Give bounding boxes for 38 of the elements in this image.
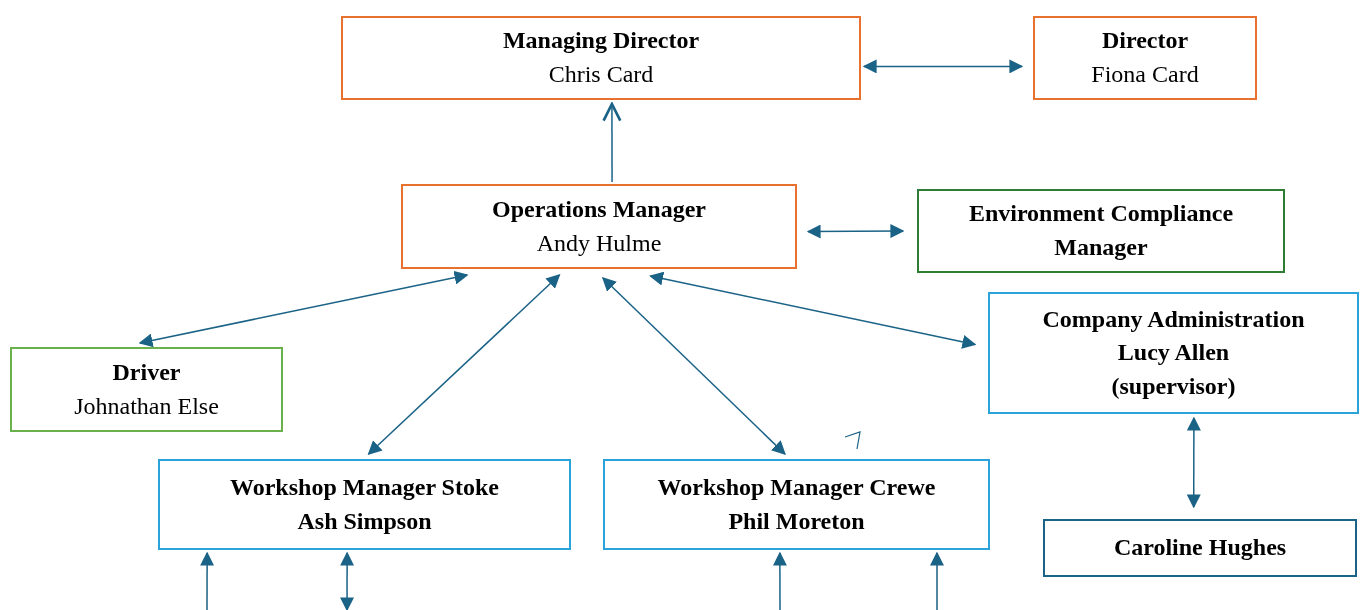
arrow: [772, 551, 787, 610]
role-title: Caroline Hughes: [1113, 533, 1287, 563]
person-name: Johnathan Else: [74, 391, 219, 421]
role-box: [603, 459, 990, 550]
arrow: [930, 551, 944, 610]
double-arrow: [138, 270, 469, 348]
double-arrow: [1186, 416, 1201, 509]
person-name: Fiona Card: [1091, 60, 1199, 89]
person-name: Lucy Allen: [1117, 338, 1230, 368]
role-title: Managing Director: [502, 26, 700, 56]
role-title: Driver: [112, 357, 181, 387]
role-title: Workshop Manager Crewe: [657, 472, 936, 502]
role-title: Director: [1101, 26, 1189, 56]
role-box: [988, 292, 1359, 414]
double-arrow: [601, 277, 786, 455]
double-arrow: [367, 274, 561, 455]
role-box: [341, 16, 861, 100]
double-arrow: [862, 59, 1024, 74]
role-title: Operations Manager: [492, 194, 706, 224]
role-box: [917, 189, 1285, 273]
role-box: [1033, 16, 1257, 100]
role-box: [158, 459, 571, 550]
role-title: Company Administration: [1042, 304, 1305, 334]
person-name: Chris Card: [548, 60, 654, 89]
role-title: Workshop Manager Stoke: [230, 472, 499, 502]
person-name: Andy Hulme: [536, 228, 662, 258]
person-name: Ash Simpson: [297, 506, 432, 536]
role-box: [401, 184, 797, 269]
double-arrow: [340, 551, 355, 610]
person-name: (supervisor): [1111, 371, 1236, 401]
role-title: Environment Compliance Manager: [967, 199, 1235, 262]
double-arrow: [649, 271, 977, 349]
person-name: Phil Moreton: [728, 506, 865, 536]
arrow: [602, 102, 622, 183]
role-box: [1043, 519, 1357, 577]
double-arrow: [806, 224, 905, 239]
role-box: [10, 347, 283, 432]
arrow: [200, 551, 215, 610]
